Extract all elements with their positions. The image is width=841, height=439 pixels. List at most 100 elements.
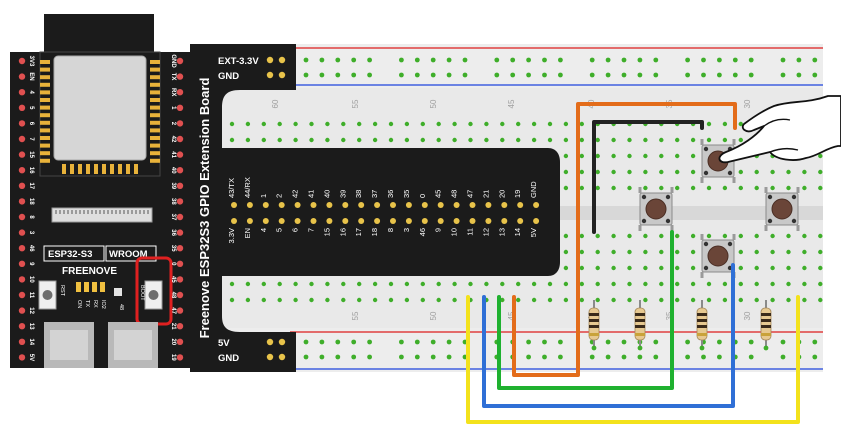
terminal-hole [818, 265, 823, 271]
ribbon-tooth [67, 210, 69, 214]
terminal-hole [277, 297, 282, 303]
rail-hole [637, 57, 643, 63]
rail-hole [430, 72, 436, 78]
rail-pin [278, 353, 286, 361]
header-pin [469, 218, 476, 224]
terminal-hole [738, 265, 743, 271]
terminal-hole [818, 185, 823, 191]
terminal-hole [468, 137, 473, 143]
terminal-hole [531, 121, 537, 127]
push-button-corner [665, 218, 671, 224]
esp-pin [176, 182, 184, 189]
terminal-hole [436, 297, 441, 303]
module-pad [150, 90, 160, 95]
esp-pin-label: 40 [170, 167, 176, 174]
rail-pin [266, 56, 274, 64]
terminal-hole [372, 281, 378, 287]
terminal-hole [293, 281, 298, 287]
terminal-hole [675, 297, 680, 303]
terminal-hole [261, 281, 266, 287]
io48-label: 48 [118, 304, 124, 310]
breadboard: 60555045403530555045403530 [218, 44, 823, 372]
rail-pin [266, 338, 274, 346]
terminal-hole [579, 233, 584, 239]
rail-hole [637, 72, 643, 78]
rail-hole [637, 354, 643, 360]
ribbon-tooth [75, 210, 77, 214]
antenna-area [44, 14, 154, 58]
rail-hole [526, 354, 531, 360]
header-pin [326, 218, 333, 224]
push-button-leg [796, 225, 800, 231]
rail-hole [462, 57, 468, 63]
rail-hole [510, 72, 516, 78]
ribbon-tooth [131, 210, 133, 214]
ribbon-tooth [147, 210, 149, 214]
header-pin-label: 13 [497, 228, 506, 236]
rail-hole [367, 354, 372, 360]
terminal-hole [404, 297, 410, 303]
esp-pin-label: 4 [28, 91, 34, 95]
terminal-hole [643, 153, 648, 159]
terminal-hole [786, 233, 791, 239]
resistor-band [635, 313, 645, 316]
terminal-hole [531, 137, 537, 143]
terminal-hole [388, 121, 394, 127]
rail-hole [542, 72, 547, 78]
hand-outline [718, 95, 841, 164]
esp-pin [18, 167, 26, 174]
header-pin-label: 15 [322, 228, 331, 236]
push-button-icon[interactable] [764, 187, 800, 231]
terminal-hole [563, 153, 569, 159]
rail-hole [605, 57, 611, 63]
module-pad [102, 164, 106, 174]
esp-pin-label: 47 [170, 307, 176, 314]
terminal-hole [738, 249, 743, 255]
esp-pin-label: 35 [170, 245, 176, 252]
rail-hole [589, 72, 595, 78]
rail-hole [319, 57, 325, 63]
esp-pin-label: 21 [170, 323, 176, 330]
terminal-hole [277, 137, 282, 143]
terminal-hole [531, 297, 537, 303]
module-pad [40, 90, 50, 95]
column-number: 45 [507, 311, 516, 320]
rail-hole [351, 57, 357, 63]
terminal-hole [341, 121, 346, 127]
rail-hole [685, 57, 690, 63]
terminal-hole [277, 121, 282, 127]
terminal-hole [579, 121, 584, 127]
terminal-hole [325, 121, 330, 127]
terminal-hole [690, 297, 696, 303]
terminal-hole [595, 169, 600, 175]
rail-hole [303, 354, 309, 360]
push-button-icon[interactable] [700, 234, 736, 278]
module-pad [126, 164, 130, 174]
esp-pin [176, 354, 184, 361]
header-pin [390, 218, 396, 224]
wire-black [592, 120, 704, 234]
push-button-corner [727, 241, 733, 247]
esp-pin-label: 36 [170, 229, 176, 236]
esp-pin [18, 354, 26, 361]
header-pin [421, 202, 428, 208]
esp-pin-label: 13 [28, 323, 34, 330]
terminal-hole [690, 249, 696, 255]
terminal-hole [261, 121, 266, 127]
terminal-hole [229, 121, 235, 127]
terminal-hole [420, 137, 425, 143]
resistor-band [697, 325, 707, 328]
push-button-icon[interactable] [638, 187, 674, 231]
terminal-hole [738, 281, 743, 287]
terminal-hole [722, 233, 728, 239]
module-pads [40, 60, 160, 174]
rail-hole [558, 354, 563, 360]
header-pin-label: 48 [450, 190, 459, 198]
header-pin-label: 3.3V [227, 228, 236, 243]
rail-hole [351, 72, 357, 78]
rail-pin [278, 56, 286, 64]
module-pad [40, 60, 50, 64]
header-pin-label: 12 [481, 228, 490, 236]
esp-pin [176, 291, 184, 299]
terminal-hole [818, 153, 823, 159]
